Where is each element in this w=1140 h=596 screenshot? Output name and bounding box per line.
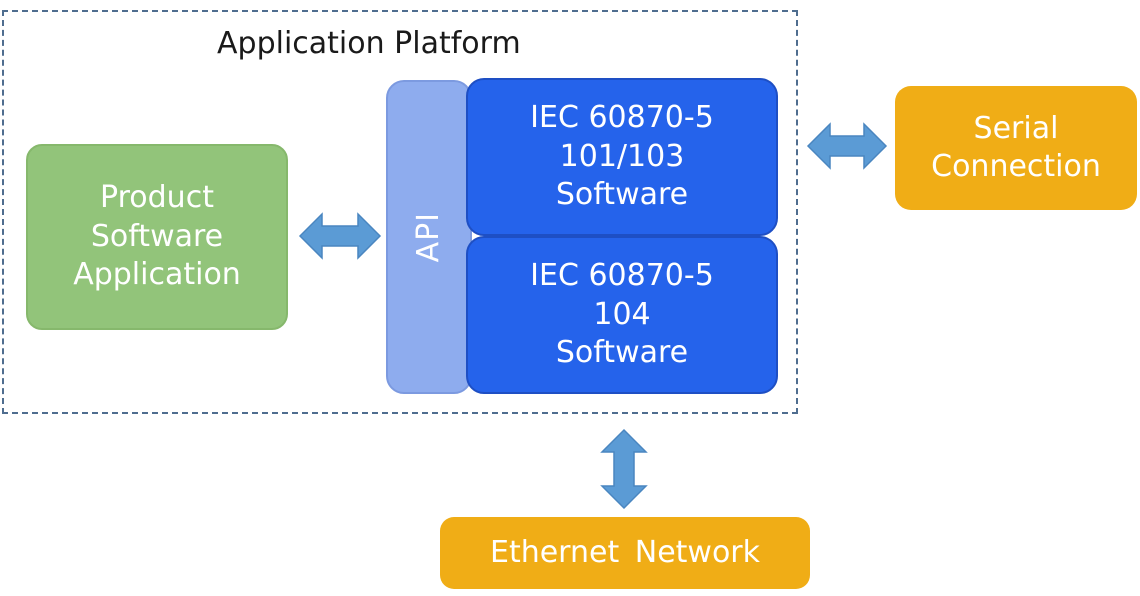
- ethernet-label: Ethernet Network: [489, 534, 761, 570]
- ethernet-network-box: Ethernet Network: [440, 517, 810, 589]
- serial-connection-box: Serial Connection: [895, 86, 1137, 210]
- iec-ethernet-line-2: 104: [593, 296, 651, 332]
- product-label-line-3: Application: [73, 257, 241, 293]
- serial-label-line-1: Serial: [973, 110, 1059, 146]
- iec-104-software-box: IEC 60870-5 104 Software: [466, 236, 778, 394]
- api-label: API: [410, 211, 446, 263]
- iec-101-103-software-box: IEC 60870-5 101/103 Software: [466, 78, 778, 236]
- iec-serial-line-2: 101/103: [559, 138, 685, 174]
- iec-serial-line-1: IEC 60870-5: [530, 100, 714, 136]
- product-software-application-box: Product Software Application: [26, 144, 288, 330]
- serial-double-arrow-icon: [806, 122, 888, 170]
- iec-serial-line-3: Software: [555, 177, 689, 213]
- serial-label-line-2: Connection: [931, 149, 1101, 184]
- product-api-double-arrow-icon: [298, 212, 382, 260]
- platform-title: Application Platform: [217, 26, 521, 61]
- product-label-line-2: Software: [90, 218, 224, 254]
- iec-ethernet-line-1: IEC 60870-5: [530, 258, 714, 294]
- application-platform-boundary: [2, 10, 798, 414]
- ethernet-double-arrow-icon: [600, 428, 648, 510]
- iec-ethernet-line-3: Software: [555, 335, 689, 371]
- api-box: API: [386, 80, 472, 394]
- product-label-line-1: Product: [100, 180, 214, 216]
